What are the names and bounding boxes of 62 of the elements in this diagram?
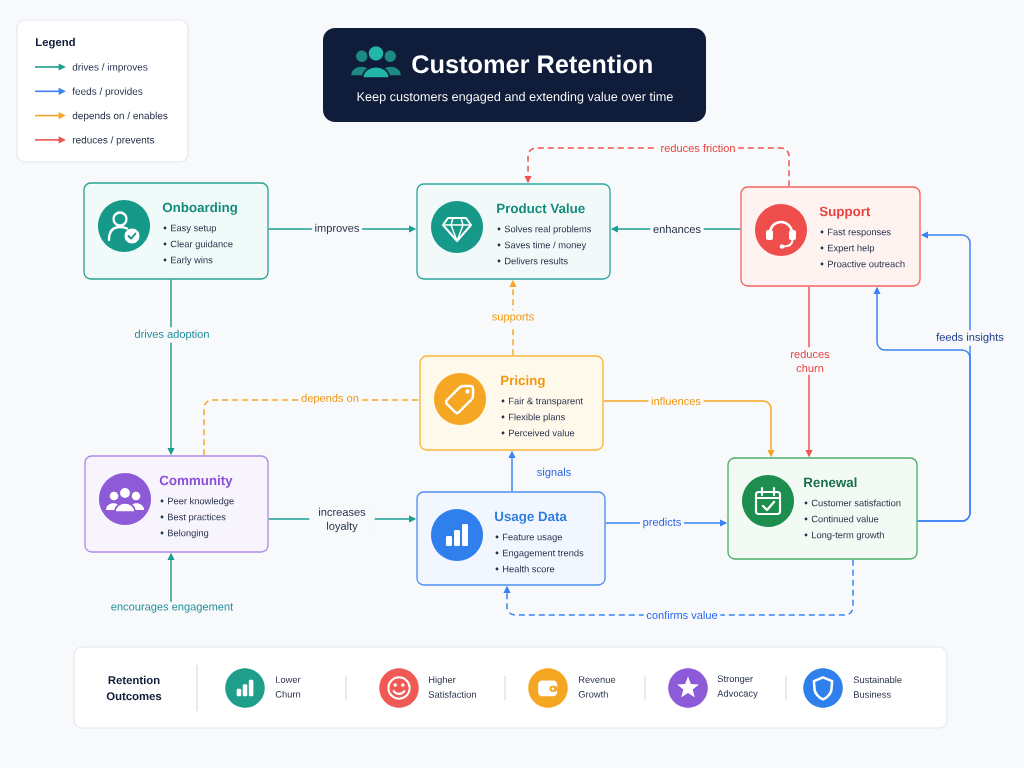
- list-item: Saves time / money: [504, 241, 587, 251]
- edge-label: drives adoption: [131, 327, 213, 343]
- card-heading: Renewal: [804, 477, 857, 488]
- list-item: Belonging: [168, 529, 209, 539]
- list-item: Health score: [503, 565, 555, 573]
- list-item: Engagement trends: [503, 549, 584, 559]
- list-item: Peer knowledge: [168, 497, 234, 507]
- list-item: Fair & transparent: [509, 397, 583, 407]
- card-heading: Pricing: [501, 375, 545, 388]
- outcome-label: Sustainable Business: [853, 676, 902, 698]
- info-card: [740, 186, 921, 287]
- legend-text: reduces / prevents: [72, 136, 155, 146]
- edge-label: depends on: [298, 391, 362, 407]
- legend-text: drives / improves: [72, 63, 148, 73]
- list-item: Perceived value: [509, 429, 575, 437]
- list-item: Customer satisfaction: [811, 499, 901, 507]
- list-item: Clear guidance: [170, 240, 233, 250]
- edge-label: reduces friction: [657, 141, 739, 155]
- list-item: Solves real problems: [504, 225, 592, 235]
- outcome-label: Lower Churn: [275, 676, 301, 698]
- edge-label: signals: [534, 465, 574, 481]
- card-heading: Product Value: [497, 203, 585, 214]
- list-item: Delivers results: [505, 257, 568, 265]
- edge-label: improves: [311, 221, 363, 237]
- outcome-label: Higher Satisfaction: [428, 676, 476, 698]
- outcome-label: Stronger Advocacy: [717, 675, 758, 699]
- list-item: Proactive outreach: [828, 260, 905, 268]
- subtitle: Keep customers engaged and extending value over time: [357, 91, 673, 104]
- list-item: Long-term growth: [812, 531, 884, 541]
- info-card: [419, 355, 604, 451]
- legend-text: feeds / provides: [72, 87, 143, 97]
- legend-heading: Legend: [36, 37, 75, 49]
- edge-label: confirms value: [643, 608, 721, 622]
- list-item: Fast responses: [828, 228, 891, 238]
- list-item: Flexible plans: [509, 413, 565, 423]
- list-item: Easy setup: [171, 224, 217, 234]
- card-heading: Onboarding: [162, 202, 237, 215]
- outcome-label: Revenue Growth: [578, 676, 616, 698]
- card-heading: Support: [819, 206, 871, 219]
- title: Customer Retention: [412, 54, 652, 74]
- bar-heading: Retention Outcomes: [106, 675, 162, 701]
- legend-text: depends on / enables: [72, 111, 168, 122]
- edge-label: reduces churn: [780, 347, 840, 375]
- edge-label: predicts: [639, 515, 685, 531]
- edge-label: increases loyalty: [309, 505, 375, 535]
- annotation: encourages engagement: [111, 603, 234, 613]
- card-heading: Community: [159, 475, 233, 488]
- info-card: [84, 455, 269, 553]
- list-item: Best practices: [168, 513, 226, 523]
- edge-label: influences: [648, 394, 704, 408]
- info-card: [727, 457, 918, 560]
- outcomes-bar: [73, 646, 948, 729]
- list-item: Feature usage: [503, 533, 562, 543]
- list-item: Early wins: [171, 256, 213, 266]
- list-item: Continued value: [811, 515, 879, 523]
- card-heading: Usage Data: [495, 511, 567, 524]
- edge-label: enhances: [650, 222, 704, 236]
- list-item: Expert help: [828, 244, 875, 254]
- edge-label: feeds insights: [933, 330, 1007, 346]
- info-card: [416, 183, 611, 280]
- info-card: [83, 182, 269, 280]
- info-card: [416, 491, 606, 586]
